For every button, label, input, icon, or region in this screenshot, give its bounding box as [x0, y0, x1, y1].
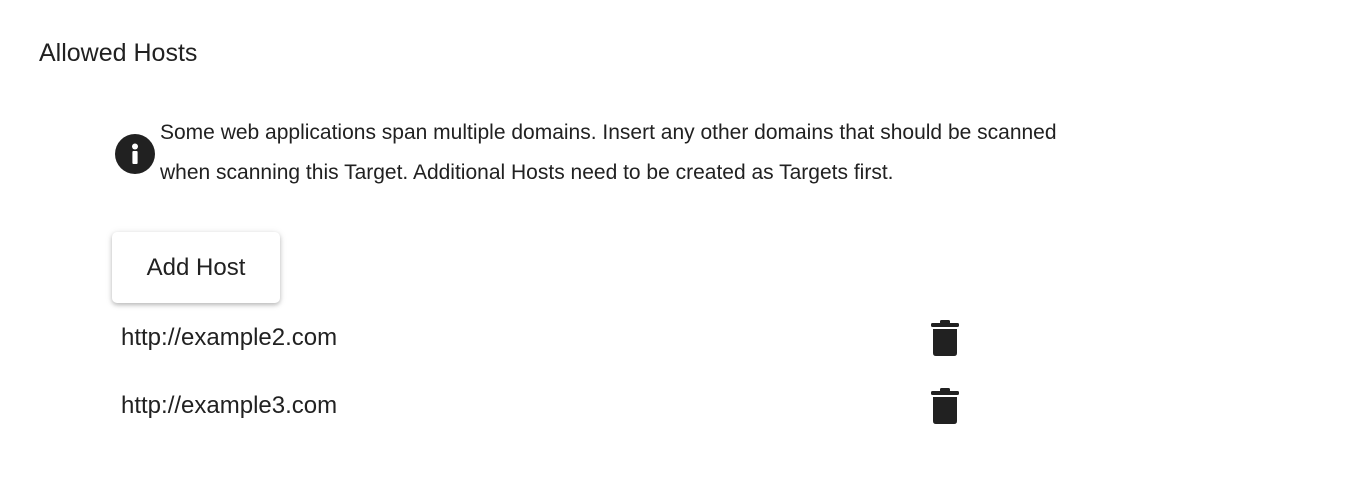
info-text: Some web applications span multiple doma…	[160, 113, 1160, 193]
host-row: http://example3.com	[121, 386, 971, 426]
info-icon	[115, 134, 155, 174]
host-value: http://example2.com	[121, 324, 338, 351]
host-value: http://example3.com	[121, 392, 338, 419]
delete-host-button[interactable]	[927, 386, 963, 426]
delete-host-button[interactable]	[927, 318, 963, 358]
info-text-line-1: Some web applications span multiple doma…	[160, 121, 1057, 144]
section-title: Allowed Hosts	[39, 39, 198, 67]
host-row: http://example2.com	[121, 318, 971, 358]
trash-icon	[931, 388, 959, 424]
trash-icon	[931, 320, 959, 356]
info-text-line-2: when scanning this Target. Additional Ho…	[160, 161, 894, 184]
add-host-button[interactable]: Add Host	[112, 232, 280, 303]
